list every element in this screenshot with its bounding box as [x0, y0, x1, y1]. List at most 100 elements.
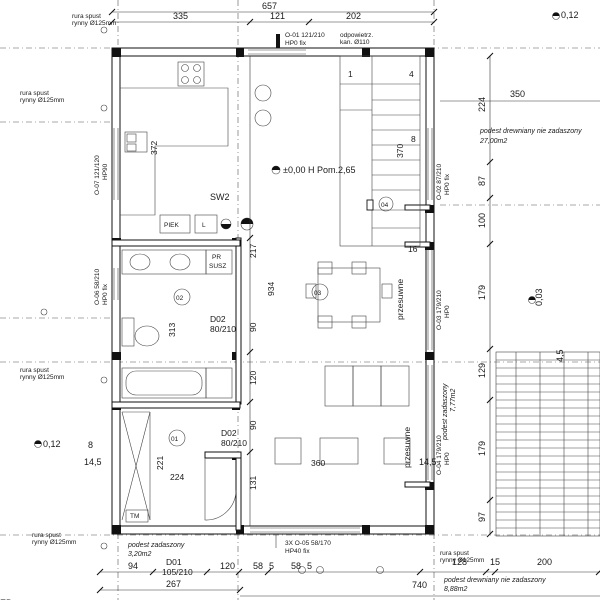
downpipe-3-size: rynny Ø125mm	[20, 374, 64, 381]
floor-level-text: ±0,00 H Pom.2,65	[283, 165, 355, 175]
dim-224-right: 224	[477, 97, 487, 112]
window-o05-size: 3X O-05 58/170	[285, 540, 331, 547]
dim-217: 217	[248, 244, 258, 258]
dim-121: 121	[270, 11, 285, 21]
interior-walls	[111, 204, 431, 531]
dim-934: 934	[266, 282, 276, 296]
door-d02-upper-size: 80/210	[210, 324, 236, 334]
elevation-top-right: 0,12	[561, 10, 579, 20]
label-sw2: SW2	[210, 192, 230, 202]
door-d02-lower-code: D02	[221, 428, 237, 438]
downpipe-4-label: rura spust	[32, 532, 61, 539]
window-labels-left: O-07 121/120 HP90 O-06 58/210 HP0 fix 8 …	[84, 155, 109, 467]
elevation-left: 0,12	[43, 439, 61, 449]
stair-label-8: 8	[411, 134, 416, 144]
window-o01: O-01 121/210 HP0 fix odpowietrz. kan. Ø1…	[276, 32, 373, 48]
dim-131: 131	[248, 476, 258, 490]
dim-120-b: 120	[220, 561, 235, 571]
dim-8-left: 8	[88, 440, 93, 450]
dim-202: 202	[346, 11, 361, 21]
terraces-right: podest drewniany nie zadaszony 27,00m2 p…	[440, 89, 600, 441]
dim-350: 350	[510, 89, 525, 99]
door-d02-lower-size: 80/210	[221, 438, 247, 448]
window-o06-type: HP0 fix	[102, 283, 109, 305]
downpipe-5-label: rura spust	[440, 550, 469, 557]
bottom-area: 3X O-05 58/170 HP40 fix podest zadaszony…	[127, 535, 546, 593]
floor-level-marker: ±0,00 H Pom.2,65	[271, 165, 355, 175]
window-o03-type: HP0	[444, 305, 451, 318]
stair-label-1: 1	[348, 69, 353, 79]
dim-657: 657	[262, 1, 277, 11]
dim-360: 360	[311, 458, 325, 468]
corner-letters: EB	[0, 598, 12, 600]
kitchen: PIEK L 372	[120, 61, 272, 234]
dim-15: 15	[490, 557, 500, 567]
window-o01-size: O-01 121/210	[285, 32, 325, 39]
label-tm: TM	[130, 513, 139, 520]
room-04-label: 04	[381, 202, 389, 209]
label-przesuwne-2: przesuwne	[402, 427, 412, 468]
dim-87-right: 87	[477, 176, 487, 186]
dim-90: 90	[248, 322, 258, 332]
dim-179-right: 179	[477, 285, 487, 300]
window-o06-size: O-06 58/210	[94, 268, 101, 305]
dim-chain-center: 217 934 90 120 90 131	[246, 56, 276, 526]
dim-58-a: 58	[253, 561, 263, 571]
window-o07-size: O-07 121/120	[94, 155, 101, 195]
deck-hatch: 4,5	[495, 349, 600, 537]
terrace-bottom-left-area: 3,20m2	[128, 551, 151, 558]
dim-chain-bottom: 94 120 58 5 58 5 128 15 200 267 740 EB	[0, 557, 600, 600]
dim-58-b: 58	[291, 561, 301, 571]
dim-14-5-left: 14,5	[84, 457, 102, 467]
window-o02-size: O-02 87/210	[436, 163, 443, 200]
terrace-mid-title: podest zadaszony	[442, 383, 449, 441]
dim-90-b: 90	[248, 420, 258, 430]
label-l: L	[202, 222, 206, 229]
dim-129-right: 129	[477, 363, 487, 378]
dim-179-right-b: 179	[477, 441, 487, 456]
vent-label-1: odpowietrz.	[340, 32, 373, 39]
dim-221: 221	[155, 456, 165, 470]
downpipe-1-label: rura spust	[72, 13, 101, 20]
window-o04-size: O-04 179/210	[436, 435, 443, 475]
room-03-label: 03	[314, 290, 322, 297]
dim-200: 200	[537, 557, 552, 567]
dim-94: 94	[128, 561, 138, 571]
label-susz: SUSZ	[209, 263, 226, 270]
vent-label-2: kan. Ø110	[340, 39, 370, 46]
dim-chain-top: 657 335 121 202	[108, 1, 438, 26]
dim-chain-right: 224 87 100 179 129 179 97	[477, 52, 494, 538]
dim-224-hall: 224	[170, 472, 184, 482]
sw2-marker: SW2	[210, 192, 254, 231]
label-piek: PIEK	[164, 222, 179, 229]
window-o05-type: HP40 fix	[285, 548, 310, 555]
stair-label-16: 16	[408, 244, 418, 254]
downpipes-left: rura spust rynny Ø125mm rura spust rynny…	[20, 13, 116, 550]
dim-740: 740	[412, 580, 427, 590]
window-openings	[113, 49, 433, 533]
terrace-top-area: 27,00m2	[479, 138, 507, 145]
dim-370: 370	[395, 144, 405, 158]
dim-14-5-right: 14,5	[419, 457, 437, 467]
dim-4-5: 4,5	[555, 349, 565, 362]
dim-120-v: 120	[248, 371, 258, 385]
dim-267: 267	[166, 579, 181, 589]
dim-100-right: 100	[477, 213, 487, 228]
window-o03-size: O-03 179/210	[436, 290, 443, 330]
dim-5-a: 5	[269, 561, 274, 571]
dim-97-right: 97	[477, 512, 487, 522]
downpipe-2-size: rynny Ø125mm	[20, 97, 64, 104]
window-labels-right: O-02 87/210 HP0 fix O-03 179/210 HP0 O-0…	[419, 163, 451, 475]
window-o07-type: HP90	[102, 163, 109, 180]
label-przesuwne-1: przesuwne	[395, 279, 405, 320]
stair-label-4: 4	[409, 69, 414, 79]
dim-5-b: 5	[307, 561, 312, 571]
downpipe-1-size: rynny Ø125mm	[72, 20, 116, 27]
label-pr: PR	[212, 254, 221, 261]
window-o01-type: HP0 fix	[285, 40, 307, 47]
room-01-label: 01	[171, 436, 179, 443]
terrace-top-title: podest drewniany nie zadaszony	[479, 128, 582, 135]
downpipe-5-size: rynny Ø125mm	[440, 557, 484, 564]
room-02-label: 02	[176, 295, 184, 302]
